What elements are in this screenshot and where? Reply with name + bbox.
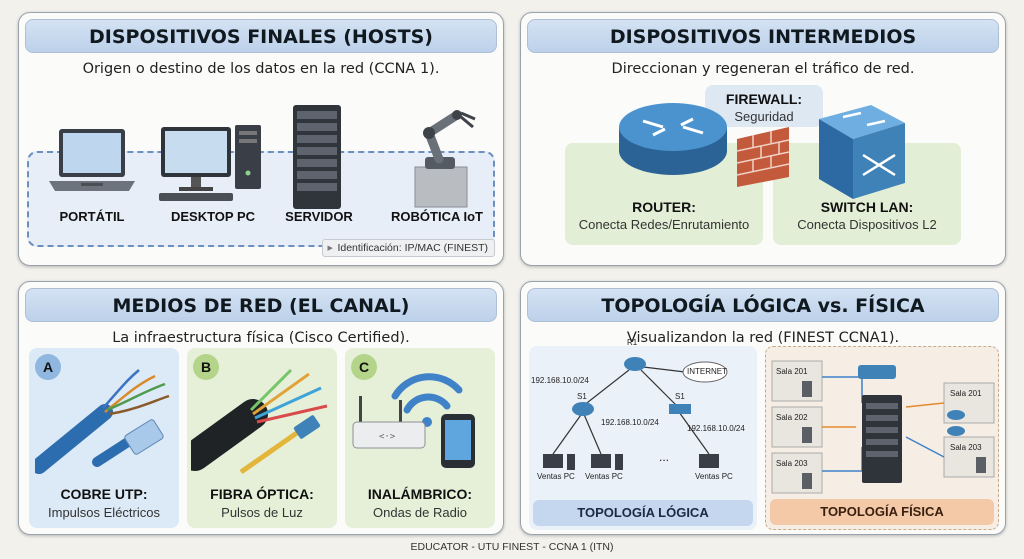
s1-label-a: S1 xyxy=(577,392,587,401)
logical-diagram xyxy=(543,357,728,470)
intermediate-panel: DISPOSITIVOS INTERMEDIOS Direccionan y r… xyxy=(520,12,1006,266)
topology-title: TOPOLOGÍA LÓGICA vs. FÍSICA xyxy=(527,288,999,322)
switch-sub: Conecta Dispositivos L2 xyxy=(797,217,937,232)
logical-footer: TOPOLOGÍA LÓGICA xyxy=(533,500,753,526)
media-panel: MEDIOS DE RED (EL CANAL) La infraestruct… xyxy=(18,281,504,535)
net-label-2: 192.168.10.0/24 xyxy=(601,418,659,427)
net-label-1: 192.168.10.0/24 xyxy=(531,376,589,385)
wireless-icon: <·> xyxy=(352,373,475,468)
firewall-sub: Seguridad xyxy=(734,109,794,124)
switch-icon xyxy=(819,105,905,199)
internet-label: INTERNET xyxy=(687,367,727,376)
ellipsis-label: ... xyxy=(659,450,670,464)
physical-footer: TOPOLOGÍA FÍSICA xyxy=(770,499,994,525)
copper-label: COBRE UTP: xyxy=(60,486,148,502)
wireless-sub: Ondas de Radio xyxy=(373,505,467,520)
media-card-fiber: B FIBRA ÓPTICA: Pulsos de Luz xyxy=(187,348,337,528)
router-icon xyxy=(619,103,727,175)
fiber-label: FIBRA ÓPTICA: xyxy=(210,486,314,502)
physical-diagram xyxy=(771,360,995,494)
room-right-2: Sala 203 xyxy=(950,443,982,452)
pc-label-1: Ventas PC xyxy=(537,472,575,481)
media-card-copper: A COBRE UTP: Impulsos Eléctricos xyxy=(29,348,179,528)
utp-cable-icon xyxy=(35,369,170,474)
hosts-panel: DISPOSITIVOS FINALES (HOSTS) Origen o de… xyxy=(18,12,504,266)
badge-b: B xyxy=(193,354,219,380)
fiber-sub: Pulsos de Luz xyxy=(221,505,303,520)
s1-label-b: S1 xyxy=(675,392,685,401)
room-left-3: Sala 203 xyxy=(776,459,808,468)
media-title: MEDIOS DE RED (EL CANAL) xyxy=(25,288,497,322)
pc-label-2: Ventas PC xyxy=(585,472,623,481)
host-label-laptop: PORTÁTIL xyxy=(59,209,125,224)
router-label: ROUTER: xyxy=(632,199,696,215)
wireless-label: INALÁMBRICO: xyxy=(367,486,473,502)
laptop-icon xyxy=(49,129,135,191)
switch-label: SWITCH LAN: xyxy=(820,199,914,215)
r1-label: R1 xyxy=(627,338,638,347)
robotic-arm-icon xyxy=(414,110,476,208)
room-left-1: Sala 201 xyxy=(776,367,808,376)
net-label-3: 192.168.10.0/24 xyxy=(687,424,745,433)
server-icon xyxy=(293,105,341,209)
firewall-icon xyxy=(736,127,790,187)
identification-note: Identificación: IP/MAC (FINEST) xyxy=(322,239,495,257)
media-card-wireless: C <·> INALÁMBRICO: Ondas de Radio xyxy=(345,348,495,528)
intermediate-subtitle: Direccionan y regeneran el tráfico de re… xyxy=(611,61,915,77)
page-footer: EDUCATOR - UTU FINEST - CCNA 1 (ITN) xyxy=(410,541,614,553)
physical-topology: Sala 201 Sala 202 Sala 203 Sala 201 Sala… xyxy=(765,346,999,530)
desktop-pc-icon xyxy=(159,125,261,201)
logical-topology: R1 INTERNET 192.168.10.0/24 S1 S1 192.16… xyxy=(529,338,757,530)
host-label-server: SERVIDOR xyxy=(285,209,353,224)
hosts-title: DISPOSITIVOS FINALES (HOSTS) xyxy=(25,19,497,53)
badge-a: A xyxy=(35,354,61,380)
host-label-iot: ROBÓTICA IoT xyxy=(391,209,483,224)
room-left-2: Sala 202 xyxy=(776,413,808,422)
firewall-label: FIREWALL: xyxy=(725,91,803,107)
pc-label-3: Ventas PC xyxy=(695,472,733,481)
media-subtitle: La infraestructura física (Cisco Certifi… xyxy=(112,330,410,346)
room-right-1: Sala 201 xyxy=(950,389,982,398)
topology-subtitle: Visualizandon la red (FINEST CCNA1). xyxy=(626,330,900,346)
svg-text:<·>: <·> xyxy=(379,432,396,442)
hosts-subtitle: Origen o destino de los datos en la red … xyxy=(82,61,440,77)
topology-panel: TOPOLOGÍA LÓGICA vs. FÍSICA Visualizando… xyxy=(520,281,1006,535)
firewall-box xyxy=(705,85,823,127)
intermediate-title: DISPOSITIVOS INTERMEDIOS xyxy=(527,19,999,53)
badge-c: C xyxy=(351,354,377,380)
fiber-cable-icon xyxy=(191,368,328,475)
host-label-desktop: DESKTOP PC xyxy=(170,209,256,224)
router-sub: Conecta Redes/Enrutamiento xyxy=(578,217,750,232)
copper-sub: Impulsos Eléctricos xyxy=(48,505,160,520)
